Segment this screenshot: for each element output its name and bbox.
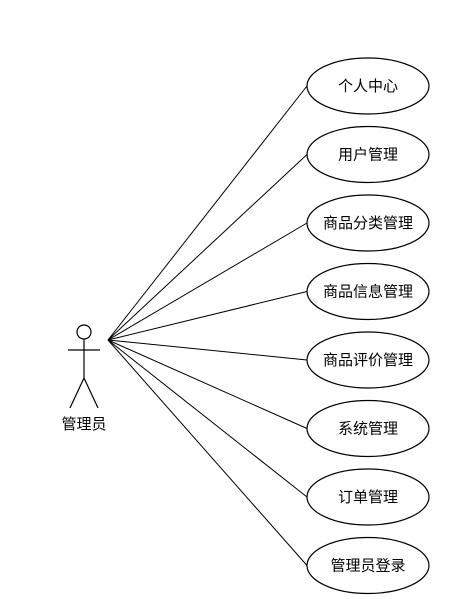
use-case[interactable]: 商品信息管理 [306, 262, 430, 321]
use-case[interactable]: 商品评价管理 [306, 331, 430, 389]
use-case-ellipse [306, 125, 430, 184]
use-case-label: 管理员登录 [330, 557, 405, 575]
association-line [107, 222, 308, 341]
use-case-label: 商品评价管理 [323, 351, 413, 369]
association-line [107, 154, 308, 341]
association-line [107, 339, 308, 498]
association-lines [107, 85, 308, 566]
association-line [107, 339, 308, 566]
use-case[interactable]: 用户管理 [306, 125, 430, 184]
use-case-ellipse [306, 331, 430, 389]
use-case-ellipse [306, 262, 430, 321]
use-case-ellipse [306, 399, 430, 458]
use-case[interactable]: 订单管理 [306, 468, 430, 526]
use-case[interactable]: 个人中心 [306, 57, 430, 115]
actor-label: 管理员 [61, 415, 106, 433]
actor-right-leg [83, 377, 99, 409]
use-case-label: 商品分类管理 [323, 214, 413, 232]
use-case[interactable]: 系统管理 [306, 399, 430, 458]
association-line [107, 291, 308, 341]
use-case[interactable]: 商品分类管理 [306, 194, 430, 252]
use-case-ellipse [306, 536, 430, 595]
association-line [107, 85, 308, 341]
actor-head [76, 324, 92, 340]
association-line [107, 339, 308, 361]
use-case-ellipse [306, 468, 430, 526]
association-line [107, 339, 308, 429]
use-case[interactable]: 管理员登录 [306, 536, 430, 595]
use-case-label: 商品信息管理 [323, 283, 413, 301]
use-case-ellipse [306, 194, 430, 252]
use-case-label: 用户管理 [338, 146, 398, 164]
actor-admin[interactable]: 管理员 [61, 324, 107, 433]
use-case-label: 订单管理 [338, 488, 398, 506]
use-case-label: 个人中心 [338, 77, 398, 95]
actor-left-leg [69, 377, 85, 409]
use-case-ellipse [306, 57, 430, 115]
use-case-label: 系统管理 [338, 420, 398, 438]
